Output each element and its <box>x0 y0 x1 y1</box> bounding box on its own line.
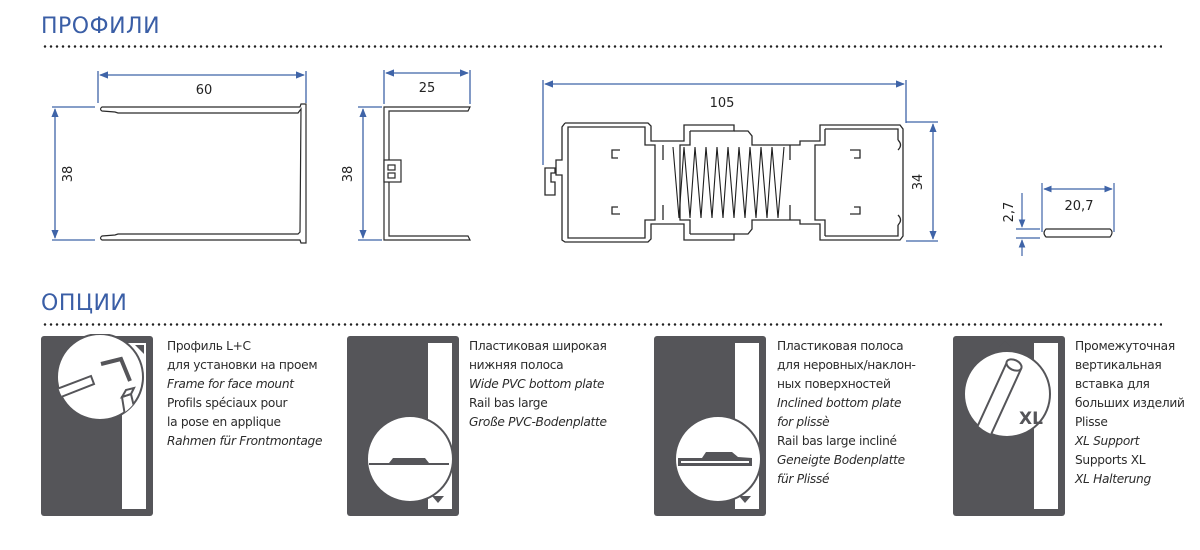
option-line: Rail bas large <box>469 396 548 410</box>
dimension-lines <box>51 71 307 241</box>
option-line: XL Halterung <box>1075 472 1151 486</box>
profile-outline <box>544 122 904 243</box>
profiles-section-title: ПРОФИЛИ <box>41 14 161 39</box>
option-line: Пластиковая полоса <box>777 339 904 353</box>
profile-c60: 60 38 <box>51 71 307 244</box>
options-divider <box>42 323 1162 326</box>
option-line: для установки на проем <box>167 358 318 372</box>
height-label: 34 <box>911 174 926 191</box>
dimension-lines <box>1016 183 1115 256</box>
profile-25: 25 38 <box>341 69 471 241</box>
option-line: Plisse <box>1075 415 1108 429</box>
profile-bottom-plate: 20,7 2,7 <box>1002 183 1115 256</box>
option-line: для неровных/наклон- <box>777 358 916 372</box>
option-line: la pose en applique <box>167 415 281 429</box>
option-line: Geneigte Bodenplatte <box>777 453 905 467</box>
option-line: вставка для <box>1075 377 1150 391</box>
profiles-drawings: 60 38 25 38 <box>51 69 1115 256</box>
option-line: Профиль L+C <box>167 339 251 353</box>
height-label: 38 <box>61 166 76 183</box>
option-line: вертикальная <box>1075 358 1162 372</box>
option-line: ных поверхностей <box>777 377 891 391</box>
option-line: Große PVC-Bodenplatte <box>469 415 607 429</box>
width-label: 25 <box>419 81 436 96</box>
option-line: больших изделий <box>1075 396 1185 410</box>
profile-outline <box>99 103 307 244</box>
inclined-bottom-plate-icon <box>654 336 766 516</box>
options-section-title: ОПЦИИ <box>41 291 128 316</box>
dimension-lines <box>358 69 471 241</box>
option-line: Пластиковая широкая <box>469 339 607 353</box>
option-frame-face-mount-text: Профиль L+C для установки на проем Frame… <box>167 337 322 451</box>
option-line: нижняя полоса <box>469 358 564 372</box>
profiles-divider <box>42 45 1162 48</box>
frame-face-mount-icon <box>41 334 153 516</box>
option-line: Inclined bottom plate <box>777 396 902 410</box>
option-line: Rail bas large incliné <box>777 434 897 448</box>
xl-support-icon: XL <box>953 336 1065 516</box>
option-line: Profils spéciaux pour <box>167 396 288 410</box>
height-label: 38 <box>341 166 356 183</box>
spring <box>672 146 785 219</box>
option-line: for plissè <box>777 415 830 429</box>
option-line: XL Support <box>1075 434 1140 448</box>
option-line: Rahmen für Frontmontage <box>167 434 323 448</box>
option-line: Wide PVC bottom plate <box>469 377 605 391</box>
plate-outline <box>1043 228 1113 238</box>
xl-badge: XL <box>1019 409 1043 429</box>
option-line: Supports XL <box>1075 453 1146 467</box>
option-inclined-plate-text: Пластиковая полоса для неровных/наклон- … <box>777 337 916 489</box>
wide-pvc-bottom-plate-icon <box>347 336 459 516</box>
width-label: 105 <box>710 96 735 111</box>
dimension-lines <box>542 80 938 242</box>
profile-double-spring: 105 34 <box>542 80 938 243</box>
option-line: Промежуточная <box>1075 339 1175 353</box>
option-wide-pvc-text: Пластиковая широкая нижняя полоса Wide P… <box>469 337 607 432</box>
width-label: 20,7 <box>1065 199 1094 214</box>
height-label: 2,7 <box>1002 202 1017 223</box>
option-xl-support-text: Промежуточная вертикальная вставка для б… <box>1075 337 1185 489</box>
profile-outline <box>383 106 471 241</box>
option-line: für Plissé <box>777 472 830 486</box>
option-line: Frame for face mount <box>167 377 294 391</box>
width-label: 60 <box>196 83 213 98</box>
